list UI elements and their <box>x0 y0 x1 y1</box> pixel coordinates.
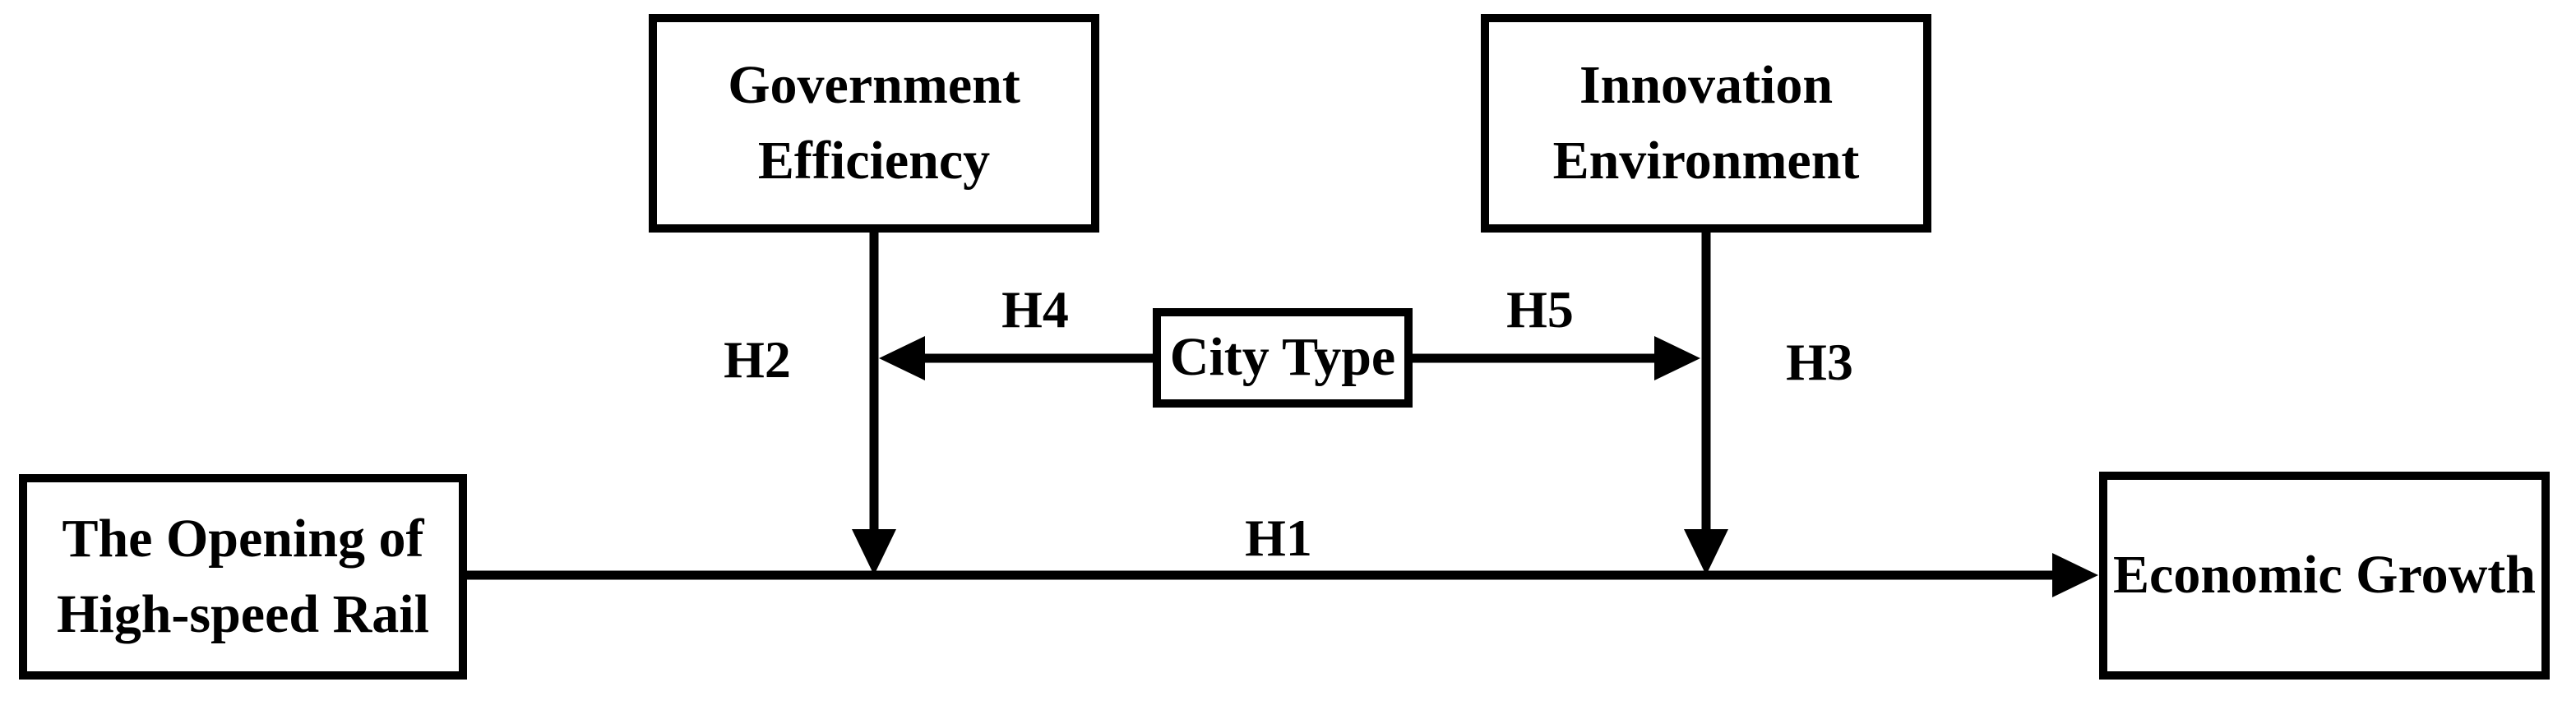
node-hsr-opening-label: The Opening of High-speed Rail <box>57 508 429 644</box>
node-government-efficiency-label: Government Efficiency <box>728 54 1020 191</box>
h2-arrow <box>852 228 896 575</box>
h4-arrowhead-icon <box>879 336 925 380</box>
hypothesis-label-h5: H5 <box>1506 280 1574 339</box>
hypothesis-label-h3: H3 <box>1786 333 1853 391</box>
hypothesis-label-h1: H1 <box>1245 509 1312 567</box>
node-city-type-label: City Type <box>1169 327 1396 388</box>
node-economic-growth: Economic Growth <box>2099 472 2550 680</box>
h3-arrowhead-icon <box>1684 529 1728 575</box>
hypothesis-label-h4: H4 <box>1001 280 1069 339</box>
h2-arrowhead-icon <box>852 529 896 575</box>
node-city-type: City Type <box>1153 308 1413 408</box>
hypothesis-label-h2: H2 <box>724 330 791 389</box>
node-innovation-environment: Innovation Environment <box>1481 14 1931 233</box>
node-hsr-opening: The Opening of High-speed Rail <box>19 474 467 680</box>
h5-arrowhead-icon <box>1654 336 1700 380</box>
node-economic-growth-label: Economic Growth <box>2113 545 2536 606</box>
h5-arrow <box>1406 336 1700 380</box>
h4-arrow <box>879 336 1159 380</box>
h1-arrow <box>460 553 2098 597</box>
node-government-efficiency: Government Efficiency <box>649 14 1099 233</box>
node-innovation-environment-label: Innovation Environment <box>1552 54 1860 191</box>
h1-arrowhead-icon <box>2052 553 2098 597</box>
h3-arrow <box>1684 228 1728 575</box>
